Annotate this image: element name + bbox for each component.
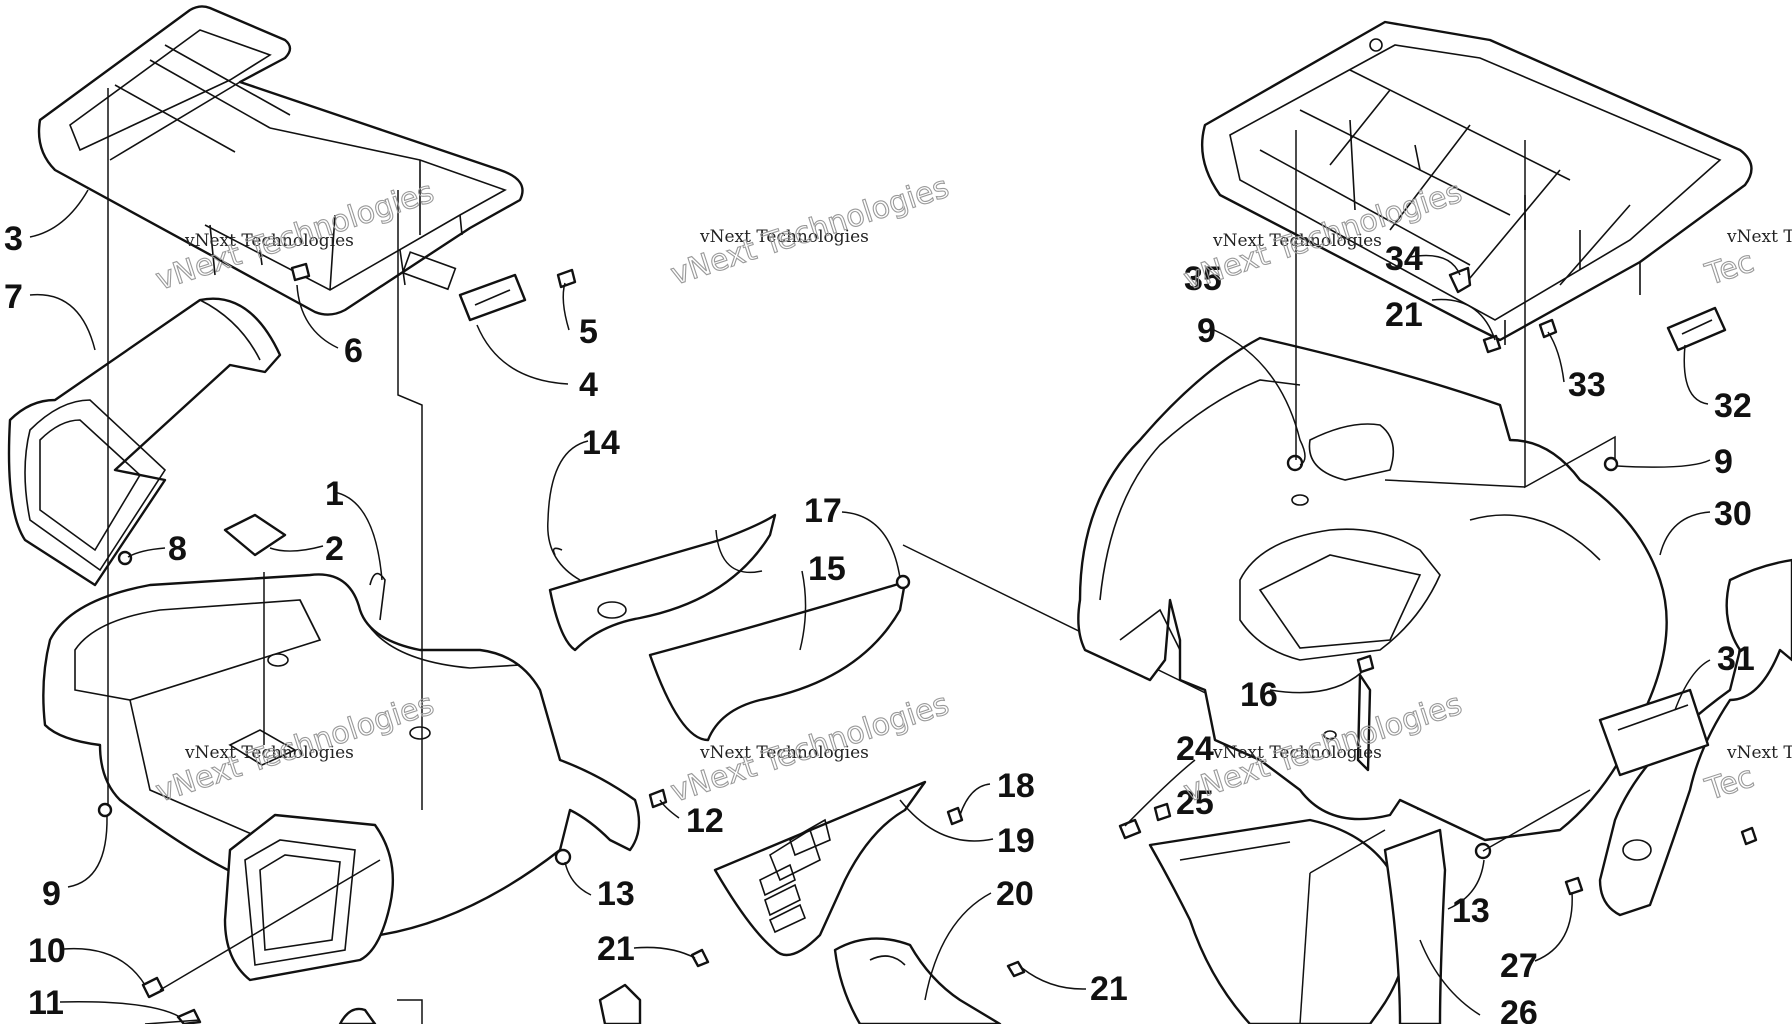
watermark-small: vNext Technologies [184,231,354,251]
callout-14: 14 [582,424,620,462]
callout-3: 3 [4,220,23,258]
bolt-5 [556,268,577,289]
callout-34: 34 [1385,240,1423,278]
watermark-small: vNext Technologies [699,227,869,247]
rear-axis-lines [1295,130,1616,1024]
callout-12: 12 [686,802,724,840]
fastener-21b [1006,960,1026,978]
callout-9: 9 [1714,443,1733,481]
front-headlight-cover [7,297,282,587]
callout-10: 10 [28,932,66,970]
callout-9: 9 [1197,312,1216,350]
callout-labels: 3 7 6 5 4 1 2 8 9 10 11 12 13 14 15 17 1… [4,220,1755,1024]
callout-19: 19 [997,822,1035,860]
rear-rack [1201,20,1753,345]
decal-under [228,729,297,766]
callout-4: 4 [579,366,598,404]
callout-21: 21 [1090,970,1128,1008]
decal-2 [223,513,287,557]
callout-21: 21 [1385,296,1423,334]
side-panel-lower [648,580,907,742]
watermark-small: vNext Technologies [1212,231,1382,251]
nut-9-rear [1603,456,1619,472]
nut-9-front [97,802,113,818]
callout-30: 30 [1714,495,1752,533]
front-axis-lines [107,88,423,1024]
watermark-partial-big: Tec [1701,759,1759,807]
callout-5: 5 [579,313,598,351]
watermark-partial: vNext Tec [1726,227,1792,247]
watermark-partial-big: Tec [1701,244,1759,292]
callout-26: 26 [1500,994,1538,1024]
callout-2: 2 [325,530,344,568]
footwell-panel [713,780,927,957]
callout-9: 9 [42,875,61,913]
front-fender-body [42,572,641,937]
callout-20: 20 [996,875,1034,913]
decal-31 [1598,688,1710,777]
rear-mudguard [1148,818,1447,1024]
callout-25: 25 [1176,784,1214,822]
callout-16: 16 [1240,676,1278,714]
fastener-18 [946,806,964,826]
callout-18: 18 [997,767,1035,805]
callout-13: 13 [1452,892,1490,930]
bolt-33 [1538,318,1558,339]
bracket-34 [1448,266,1472,294]
callout-32: 32 [1714,387,1752,425]
callout-6: 6 [344,332,363,370]
bolt-6 [290,262,311,282]
reflector-front [458,273,527,322]
bracket-16 [1356,673,1372,772]
screw-16 [1356,654,1375,674]
watermark-small: vNext Technologies [699,743,869,763]
callout-1: 1 [325,475,344,513]
decal-31-detail [1617,704,1689,731]
callout-7: 7 [4,278,23,316]
callout-24: 24 [1176,730,1214,768]
watermark-small: vNext Technologies [184,743,354,763]
nut-17 [895,574,911,590]
nut-9-rear-left [1286,454,1304,472]
watermark-partial: vNext Tec [1726,743,1792,763]
fastener-21a [690,948,710,968]
screw-27 [1564,876,1584,896]
clip-10 [141,976,165,999]
callout-33: 33 [1568,366,1606,404]
callout-15: 15 [808,550,846,588]
nut-8 [117,550,133,566]
watermark-small: vNext Technologies [1212,743,1382,763]
screw-right-edge [1740,826,1758,846]
callout-35: 35 [1184,260,1222,298]
reflector-rear [1666,306,1727,352]
screw-25 [1153,802,1172,822]
callout-31: 31 [1717,640,1755,678]
fastener-21-rear [1482,334,1502,354]
callout-11: 11 [28,984,64,1022]
cap-bottom [338,1007,377,1024]
clip-24 [1118,818,1142,840]
grommet-13 [554,848,572,866]
front-headlight-bezel [223,813,395,982]
bracket-bottom-left [598,983,642,1024]
callout-21: 21 [597,930,635,968]
callout-8: 8 [168,530,187,568]
leader-lines [29,189,1711,1018]
rear-fender-body [1077,336,1668,842]
callout-13: 13 [597,875,635,913]
inner-panel-20 [833,937,1002,1024]
callout-17: 17 [804,492,842,530]
callout-27: 27 [1500,947,1538,985]
front-rack [37,5,524,316]
